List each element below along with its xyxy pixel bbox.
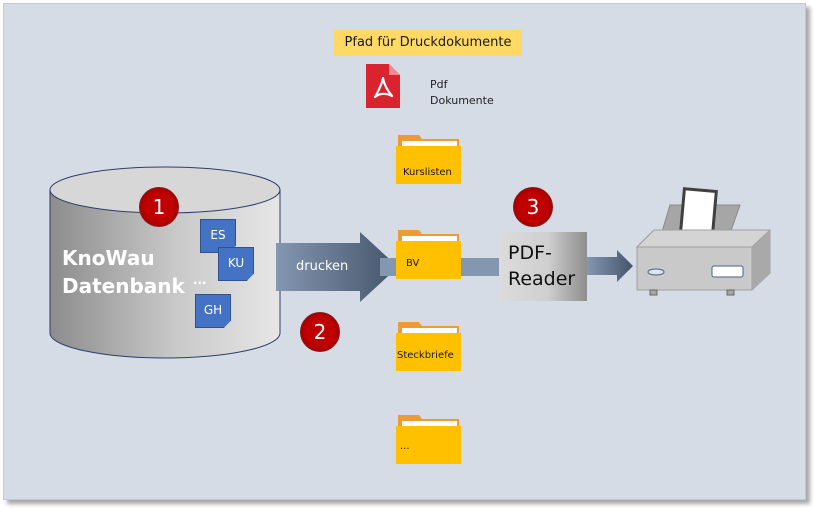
- step-badge-2: 2: [300, 312, 340, 352]
- connector-bar-left: [380, 258, 396, 276]
- folder-label: Kurslisten: [403, 167, 452, 178]
- folder-bv[interactable]: BV: [395, 228, 463, 281]
- folder-more[interactable]: ...: [395, 413, 463, 466]
- database-title-line1: KnoWau: [62, 246, 155, 270]
- folder-icon: [396, 322, 461, 371]
- arrow-to-printer-icon: [587, 250, 633, 282]
- folder-steckbriefe[interactable]: Steckbriefe: [395, 320, 463, 373]
- pdf-docs-label: Pdf Dokumente: [430, 77, 494, 109]
- folder-kurslisten[interactable]: Kurslisten: [395, 133, 463, 186]
- path-label: Pfad für Druckdokumente: [334, 30, 522, 56]
- database-title: KnoWau Datenbank: [62, 244, 185, 300]
- document-gh: GH: [195, 294, 231, 328]
- reader-line2: Reader: [508, 268, 576, 290]
- connector-bar: [461, 258, 499, 276]
- folder-label: Steckbriefe: [397, 350, 454, 361]
- printer-icon: [635, 187, 772, 296]
- documents-ellipsis: ...: [193, 271, 207, 288]
- database-title-line2: Datenbank: [62, 274, 185, 298]
- reader-line1: PDF-: [508, 242, 552, 264]
- folder-icon: [396, 135, 461, 184]
- folder-label: BV: [406, 258, 420, 269]
- pdf-docs-line2: Dokumente: [430, 94, 494, 107]
- document-ku: KU: [218, 247, 254, 281]
- pdf-file-icon: [366, 64, 400, 108]
- pdf-reader-box: PDF- Reader: [499, 232, 587, 301]
- folder-icon: [396, 230, 461, 279]
- print-arrow-icon: [276, 232, 398, 302]
- pdf-docs-line1: Pdf: [430, 78, 448, 91]
- folder-icon: [396, 415, 461, 464]
- step-badge-1: 1: [139, 187, 179, 227]
- folder-label: ...: [400, 441, 410, 452]
- print-arrow-label: drucken: [296, 259, 349, 274]
- step-badge-3: 3: [513, 187, 553, 227]
